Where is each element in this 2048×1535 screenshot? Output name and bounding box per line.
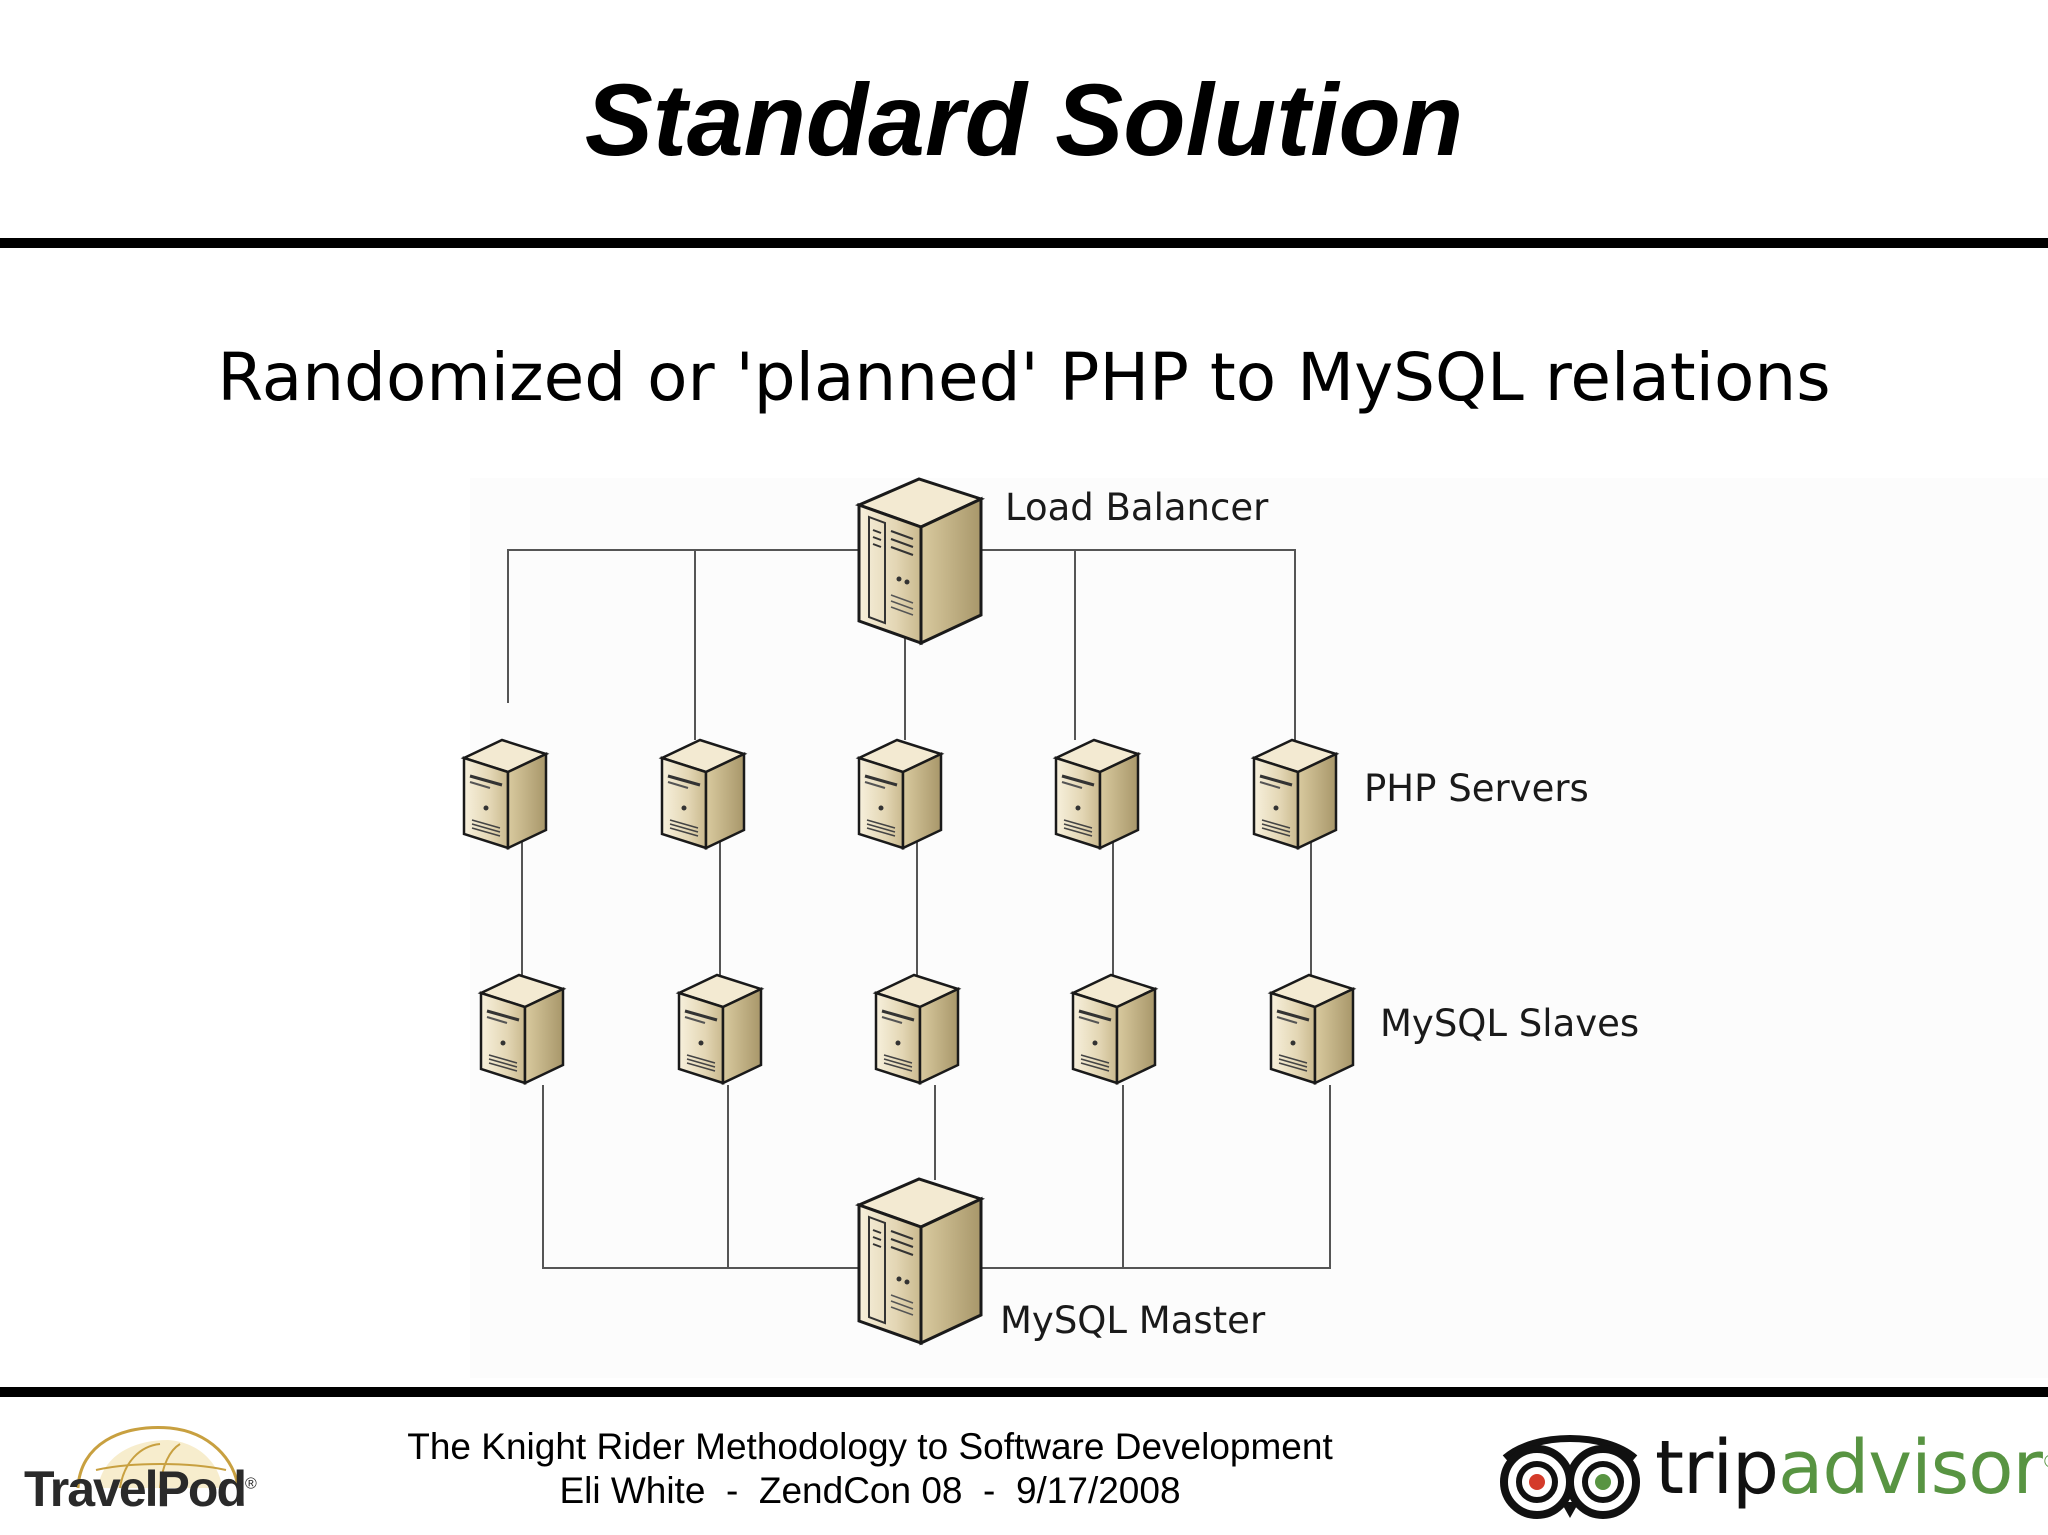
mysql-slaves-label: MySQL Slaves [1380,1002,1640,1045]
footer-divider [0,1387,2048,1397]
tripadvisor-wordmark-advisor: advisor [1777,1425,2043,1511]
tripadvisor-wordmark-trip: trip [1655,1425,1779,1511]
php-server-icon [1252,738,1338,850]
php-server-icon [660,738,746,850]
diagram-background [470,478,2048,1378]
php-servers-label: PHP Servers [1364,767,1589,810]
footer-text: The Knight Rider Methodology to Software… [330,1425,1410,1512]
slide-subtitle: Randomized or 'planned' PHP to MySQL rel… [217,339,1831,416]
footer-author-event-date: Eli White - ZendCon 08 - 9/17/2008 [559,1469,1181,1511]
travelpod-wordmark: TravelPod [24,1461,247,1517]
travelpod-logo: TravelPod® [20,1410,280,1530]
mysql-slave-server-icon [874,973,960,1085]
title-divider [0,238,2048,248]
mysql-master-server-icon [857,1177,983,1345]
mysql-slave-server-icon [479,973,565,1085]
connection-lines [507,549,1331,1269]
footer-presentation-title: The Knight Rider Methodology to Software… [407,1426,1333,1467]
php-server-icon [462,738,548,850]
load-balancer-server-icon [857,477,983,645]
tripadvisor-trademark: ® [2042,1451,2048,1472]
mysql-master-label: MySQL Master [1000,1299,1266,1342]
load-balancer-label: Load Balancer [1005,486,1269,529]
php-server-icon [857,738,943,850]
mysql-slave-server-icon [677,973,763,1085]
globe-icon [76,1426,240,1489]
owl-eyes-icon [1500,1435,1640,1519]
travelpod-trademark: ® [245,1475,257,1493]
mysql-slave-server-icon [1269,973,1355,1085]
mysql-slave-server-icon [1071,973,1157,1085]
slide-title: Standard Solution [584,63,1464,177]
php-server-icon [1054,738,1140,850]
tripadvisor-logo: tripadvisor® [1495,1420,2048,1530]
